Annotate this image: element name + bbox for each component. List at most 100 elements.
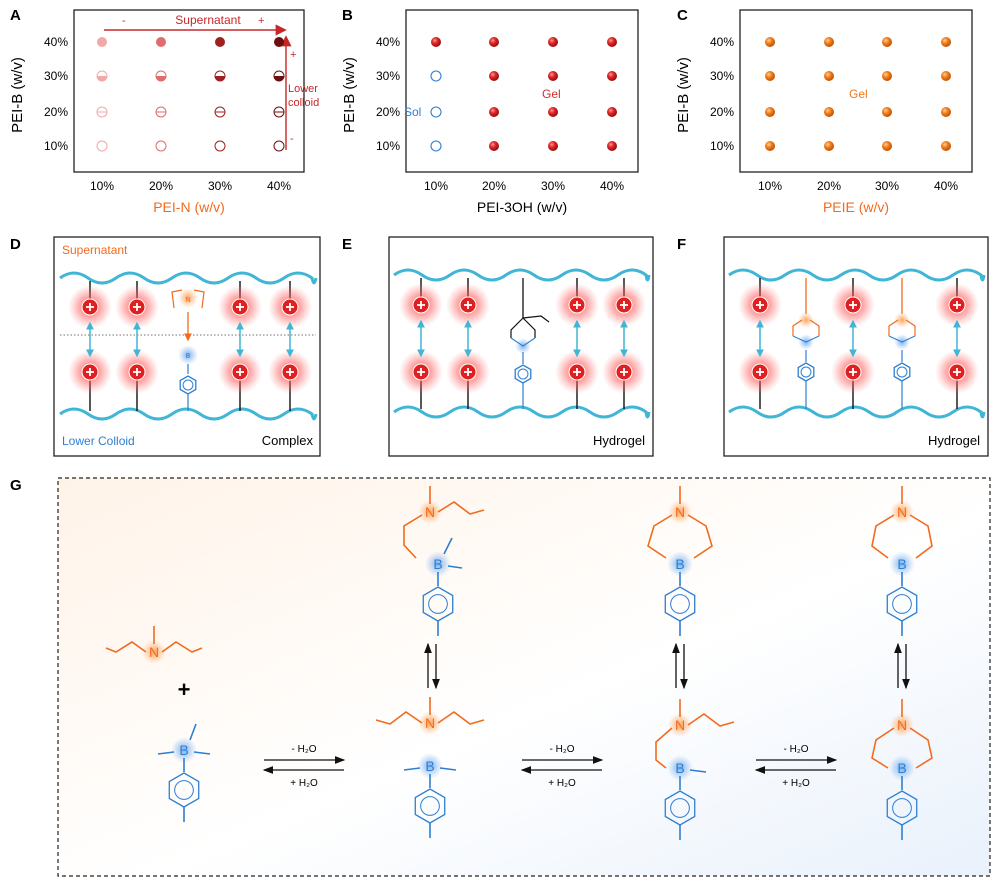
top-chain: [728, 268, 986, 282]
aromatic-circle: [517, 368, 529, 380]
gel-dot: [765, 37, 775, 47]
arrow-3-top: - H₂O: [784, 744, 809, 755]
gel-label-c: Gel: [849, 87, 868, 101]
gel-label-b: Gel: [542, 87, 561, 101]
n-atom: N: [185, 297, 190, 304]
gel-dot: [489, 107, 499, 117]
ester-arm: [403, 514, 423, 559]
benzene-ring: [664, 790, 696, 826]
panel-c: C PEI-B (w/v) PEIE (w/v) 40% 30% 20% 10%…: [675, 7, 973, 215]
panel-b-letter: B: [342, 7, 353, 24]
boron-glow: [178, 345, 198, 365]
aromatic-circle: [428, 594, 448, 614]
gel-dot: [824, 37, 834, 47]
gel-dot: [824, 107, 834, 117]
panel-a-y-label: PEI-B (w/v): [9, 57, 26, 133]
gel-dot: [431, 37, 441, 47]
panel-c-x-label: PEIE (w/v): [823, 199, 889, 215]
gel-dot: [489, 141, 499, 151]
state-dot-fill: [97, 76, 107, 81]
boron-atom: B: [675, 556, 684, 572]
boron-glow: [889, 755, 915, 781]
panel-b-ytick: 20%: [376, 105, 400, 119]
benzene-ring: [664, 586, 696, 622]
state-dot: [97, 37, 107, 47]
state-dot: [273, 140, 285, 152]
panel-d: D Supernatant Lower Colloid Complex NB: [10, 236, 321, 457]
bottom-chain: [728, 405, 986, 419]
gel-dot: [941, 37, 951, 47]
vertical-arrows: [424, 642, 910, 690]
boron-atom: B: [897, 556, 906, 572]
top-chain: [59, 271, 318, 285]
gel-dot: [941, 141, 951, 151]
ester-arm: [687, 514, 713, 559]
state-dot: [96, 140, 108, 152]
gel-dot: [765, 71, 775, 81]
panel-a: A PEI-B (w/v) PEI-N (w/v) 40% 30% 20% 10…: [9, 7, 319, 215]
panel-c-ytick: 20%: [710, 105, 734, 119]
hydrogel-label-e: Hydrogel: [593, 433, 645, 448]
ester-arm: [871, 727, 895, 769]
gel-dot: [941, 71, 951, 81]
gel-dot: [607, 71, 617, 81]
panel-a-xtick: 20%: [149, 179, 173, 193]
nitrogen-atom: N: [425, 504, 435, 520]
b-ester-bonds: [510, 337, 536, 347]
b-ester-bonds: [888, 335, 916, 343]
gel-dot: [941, 107, 951, 117]
panel-e-letter: E: [342, 236, 352, 253]
ethanol-arm-left: [105, 641, 147, 653]
supernatant-label: Supernatant: [175, 13, 241, 27]
equilibrium-arrow-1: - H₂O + H₂O: [262, 744, 346, 789]
panel-f-letter: F: [677, 236, 686, 253]
panel-b-xtick: 40%: [600, 179, 624, 193]
benzene-ring: [886, 790, 918, 826]
gel-dot: [607, 107, 617, 117]
arrow-1-bottom: + H₂O: [290, 778, 318, 789]
ammonium-glow: [668, 500, 692, 524]
sol-dot: [430, 106, 442, 118]
supernatant-label-d: Supernatant: [62, 243, 128, 257]
state-dot-fill: [156, 76, 166, 81]
aromatic-circle: [174, 780, 194, 800]
ester-arm: [655, 727, 673, 769]
panel-e: E Hydrogel: [342, 236, 654, 457]
hydrogel-label-f: Hydrogel: [928, 433, 980, 448]
panel-c-ytick: 40%: [710, 35, 734, 49]
panel-g: G + - H₂O + H₂O - H₂O + H₂O - H₂O + H₂O: [10, 477, 991, 877]
nitrogen-atom: N: [425, 715, 435, 731]
plus-sign: +: [178, 677, 191, 702]
state-dot: [155, 140, 167, 152]
scheme-f: [728, 268, 986, 419]
ethanol-arm-right: [687, 713, 735, 727]
boron-atom: B: [179, 742, 188, 758]
benzene-ring: [886, 586, 918, 622]
complex-label: Complex: [262, 433, 314, 448]
gel-dot: [824, 71, 834, 81]
nitrogen-atom: N: [675, 504, 685, 520]
aromatic-circle: [892, 798, 912, 818]
benzene-ring: [893, 362, 911, 382]
scheme-d: NB: [59, 271, 318, 421]
supernatant-minus: -: [122, 15, 126, 27]
top-chain: [393, 268, 651, 282]
panel-b-y-label: PEI-B (w/v): [341, 57, 358, 133]
lower-colloid-minus: -: [290, 133, 294, 145]
gel-dot: [607, 141, 617, 151]
panel-a-xtick: 30%: [208, 179, 232, 193]
boron-glow: [417, 753, 443, 779]
panel-a-x-label: PEI-N (w/v): [153, 199, 225, 215]
bottom-chain: [393, 405, 651, 419]
gel-dot: [824, 141, 834, 151]
panel-a-ytick: 20%: [44, 105, 68, 119]
triol-arms: [510, 315, 550, 338]
panel-c-xtick: 20%: [817, 179, 841, 193]
panel-a-letter: A: [10, 7, 21, 24]
panel-g-frame: [57, 477, 991, 877]
panel-c-xtick: 30%: [875, 179, 899, 193]
benzene-ring: [422, 586, 454, 622]
ammonium-glow: [418, 500, 442, 524]
gel-dot: [882, 71, 892, 81]
